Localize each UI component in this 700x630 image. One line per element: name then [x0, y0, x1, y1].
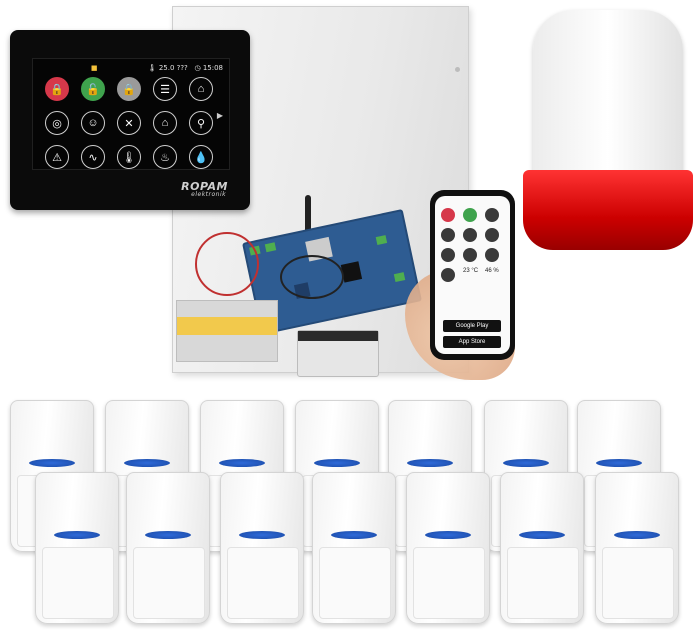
unlock-icon: 🔓 [81, 77, 105, 101]
pir-lens [314, 459, 360, 467]
pir-motion-detector [126, 472, 210, 624]
pir-lens [407, 459, 453, 467]
plug-icon [485, 248, 499, 262]
house-alarm-icon: ⌂ [153, 111, 177, 135]
search-icon: ⚲ [189, 111, 213, 135]
google-play-badge[interactable]: Google Play [443, 320, 501, 332]
terminal-block [264, 242, 277, 253]
tools-icon: ✕ [117, 111, 141, 135]
keypad-screen: ■ 🌡 25.0 ??? ◷ 15:08 🔒 🔓 🔒 ☰ ⌂ ◎ ☺ ✕ ⌂ ⚲… [32, 58, 230, 170]
gsm-antenna [305, 195, 311, 235]
pir-front-cover [227, 547, 299, 619]
mount-hole [455, 67, 460, 72]
brand-name: ROPAM [181, 180, 228, 193]
battery-top [298, 331, 378, 341]
lock-grey-icon: 🔒 [117, 77, 141, 101]
lock-icon: 🔒 [45, 77, 69, 101]
backup-battery [297, 330, 379, 377]
pir-front-cover [133, 547, 205, 619]
thermometer-icon: 🌡 [117, 145, 141, 169]
pir-lens [519, 531, 565, 539]
pir-motion-detector [312, 472, 396, 624]
pir-front-cover [602, 547, 674, 619]
gate-icon [441, 248, 455, 262]
garage-icon [463, 248, 477, 262]
pir-front-cover [319, 547, 391, 619]
pir-lens [503, 459, 549, 467]
pir-front-cover [42, 547, 114, 619]
pir-lens [145, 531, 191, 539]
keypad-status-bar: ■ 🌡 25.0 ??? ◷ 15:08 [91, 64, 223, 72]
notes-icon: ☰ [153, 77, 177, 101]
pir-lens [124, 459, 170, 467]
users-icon: ☺ [81, 111, 105, 135]
pir-lens [239, 531, 285, 539]
pir-lens [219, 459, 265, 467]
phone-temp: 23 °C [463, 268, 479, 274]
home-icon: ⌂ [189, 77, 213, 101]
outdoor-siren [523, 10, 693, 250]
terminal-block [393, 272, 406, 283]
pir-motion-detector [406, 472, 490, 624]
camera-icon: ◎ [45, 111, 69, 135]
black-wire [280, 255, 344, 299]
lock-icon [441, 208, 455, 222]
clock-icon: ◷ [194, 64, 201, 72]
pir-motion-detector [35, 472, 119, 624]
thermometer-small-icon: 🌡 [147, 64, 157, 72]
light-icon [441, 228, 455, 242]
status-time: 15:08 [202, 64, 223, 72]
phone-screen: 23 °C 46 % Google Play App Store [435, 196, 510, 354]
touch-keypad: ■ 🌡 25.0 ??? ◷ 15:08 🔒 🔓 🔒 ☰ ⌂ ◎ ☺ ✕ ⌂ ⚲… [10, 30, 250, 210]
bell-icon: ■ [90, 64, 98, 72]
phone-humidity: 46 % [485, 268, 499, 274]
pir-lens [29, 459, 75, 467]
pir-lens [596, 459, 642, 467]
red-wire [195, 232, 259, 296]
pir-lens [614, 531, 660, 539]
pir-motion-detector [500, 472, 584, 624]
thermometer-icon [441, 268, 455, 282]
power-supply-module [176, 300, 278, 362]
siren-red-lens [523, 170, 693, 250]
key-icon [463, 228, 477, 242]
next-page-arrow-icon: ▶ [216, 111, 223, 120]
smartphone: 23 °C 46 % Google Play App Store [430, 190, 515, 360]
brand-sub: elektronik [191, 191, 227, 198]
chart-icon: ∿ [81, 145, 105, 169]
app-store-badge[interactable]: App Store [443, 336, 501, 348]
status-temp: 25.0 ??? [158, 64, 188, 72]
menu-icon [485, 208, 499, 222]
pir-lens [425, 531, 471, 539]
brand-logo: ROPAM elektronik [181, 180, 228, 198]
pir-front-cover [507, 547, 579, 619]
pir-front-cover [413, 547, 485, 619]
fan-icon [485, 228, 499, 242]
drops-icon: 💧 [189, 145, 213, 169]
pir-motion-detector [595, 472, 679, 624]
terminal-block [375, 235, 388, 245]
pir-lens [331, 531, 377, 539]
psu-label [177, 317, 277, 335]
pir-motion-detector [220, 472, 304, 624]
warning-icon: ⚠ [45, 145, 69, 169]
thermo-humidity-icon: ♨ [153, 145, 177, 169]
unlock-icon [463, 208, 477, 222]
pir-lens [54, 531, 100, 539]
cpu-chip [340, 261, 363, 283]
